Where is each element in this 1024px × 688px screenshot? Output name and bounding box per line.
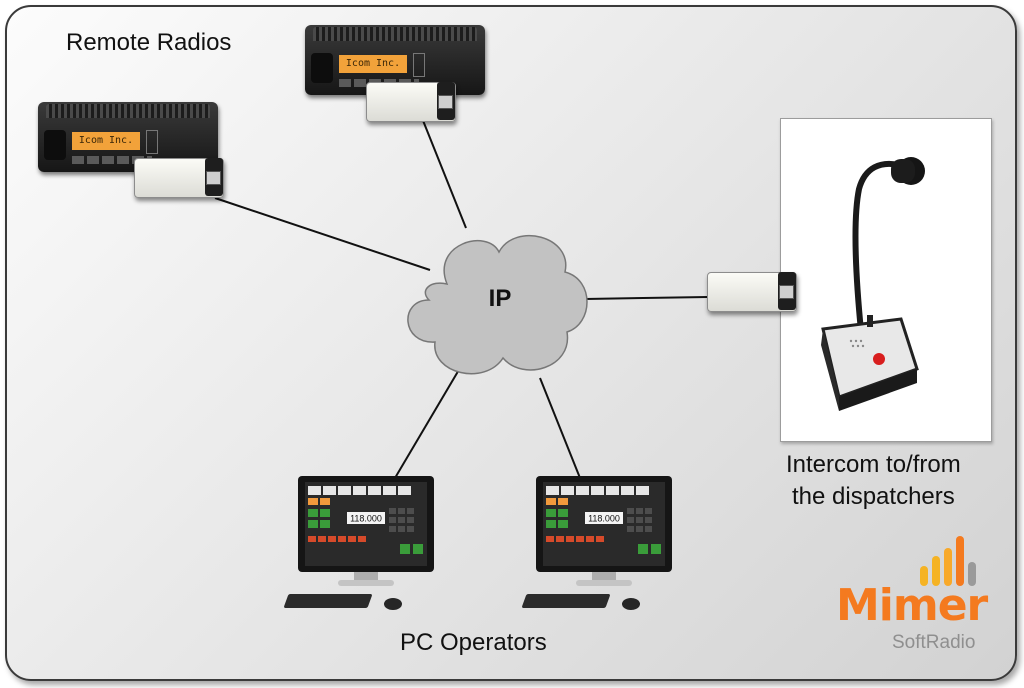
link-radio-1: [214, 197, 431, 271]
radio-gateway-box-icon: [366, 82, 456, 122]
logo-product: SoftRadio: [892, 632, 976, 653]
link-radio-2: [421, 117, 467, 229]
radio-display: Icom Inc.: [339, 55, 407, 73]
link-pc-1: [394, 367, 461, 479]
remote-radios-label: Remote Radios: [66, 29, 232, 56]
frequency-display: 118.000: [350, 514, 382, 524]
radio-transceiver-icon: Icom Inc.: [38, 102, 218, 172]
intercom-photo: [780, 118, 992, 442]
frequency-display: 118.000: [588, 514, 620, 524]
pc-operators-label: PC Operators: [400, 629, 547, 656]
radio-display: Icom Inc.: [72, 132, 140, 150]
desk-microphone-icon: [821, 157, 925, 411]
logo-name: Mimer: [836, 580, 988, 631]
link-intercom: [584, 296, 709, 300]
intercom-label-line2: the dispatchers: [792, 483, 955, 510]
intercom-gateway-box-icon: [707, 272, 797, 312]
pc-operator-workstation-icon: 118.000: [521, 476, 672, 616]
link-pc-2: [539, 377, 581, 479]
pc-operator-workstation-icon: 118.000: [283, 476, 434, 616]
ip-label: IP: [488, 285, 512, 312]
radio-gateway-box-icon: [134, 158, 224, 198]
ip-cloud-icon: [407, 235, 588, 375]
intercom-label-line1: Intercom to/from: [786, 451, 961, 478]
